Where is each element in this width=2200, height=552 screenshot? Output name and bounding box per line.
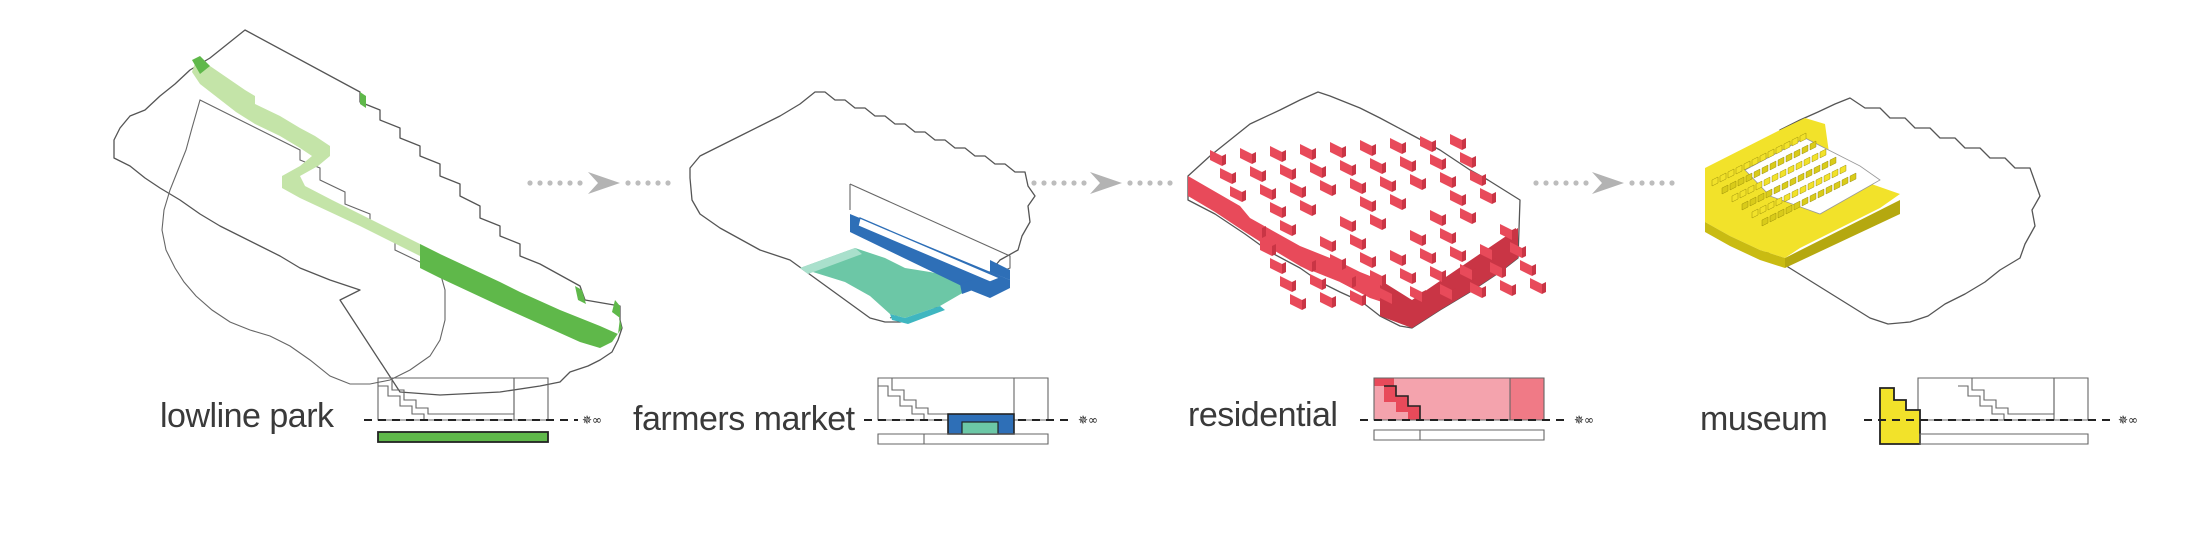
section-symbol: ✵∞ xyxy=(1078,413,1098,427)
arrow-1 xyxy=(527,172,671,194)
residential-balcony-grid xyxy=(1210,134,1546,310)
farmers-market-axon xyxy=(689,91,1036,324)
museum-seating-grid xyxy=(1711,132,1857,227)
stage-label-museum: museum xyxy=(1700,400,1827,438)
stage-label-farmers-market: farmers market xyxy=(633,400,856,438)
section-residential: ✵∞ xyxy=(1360,377,1594,441)
arrow-2 xyxy=(1031,172,1173,194)
section-farmers-market: ✵∞ xyxy=(864,377,1098,445)
lowline-park-axon xyxy=(113,29,623,396)
residential-axon xyxy=(1187,91,1546,329)
museum-axon xyxy=(1705,97,2041,325)
arrow-3 xyxy=(1533,172,1675,194)
section-symbol: ✵∞ xyxy=(2118,413,2138,427)
section-lowline-park: ✵∞ xyxy=(364,377,602,443)
stage-label-lowline-park: lowline park xyxy=(160,397,335,435)
section-symbol: ✵∞ xyxy=(1574,413,1594,427)
section-museum: ✵∞ xyxy=(1864,377,2138,445)
section-symbol: ✵∞ xyxy=(582,413,602,427)
stage-label-residential: residential xyxy=(1188,396,1337,434)
